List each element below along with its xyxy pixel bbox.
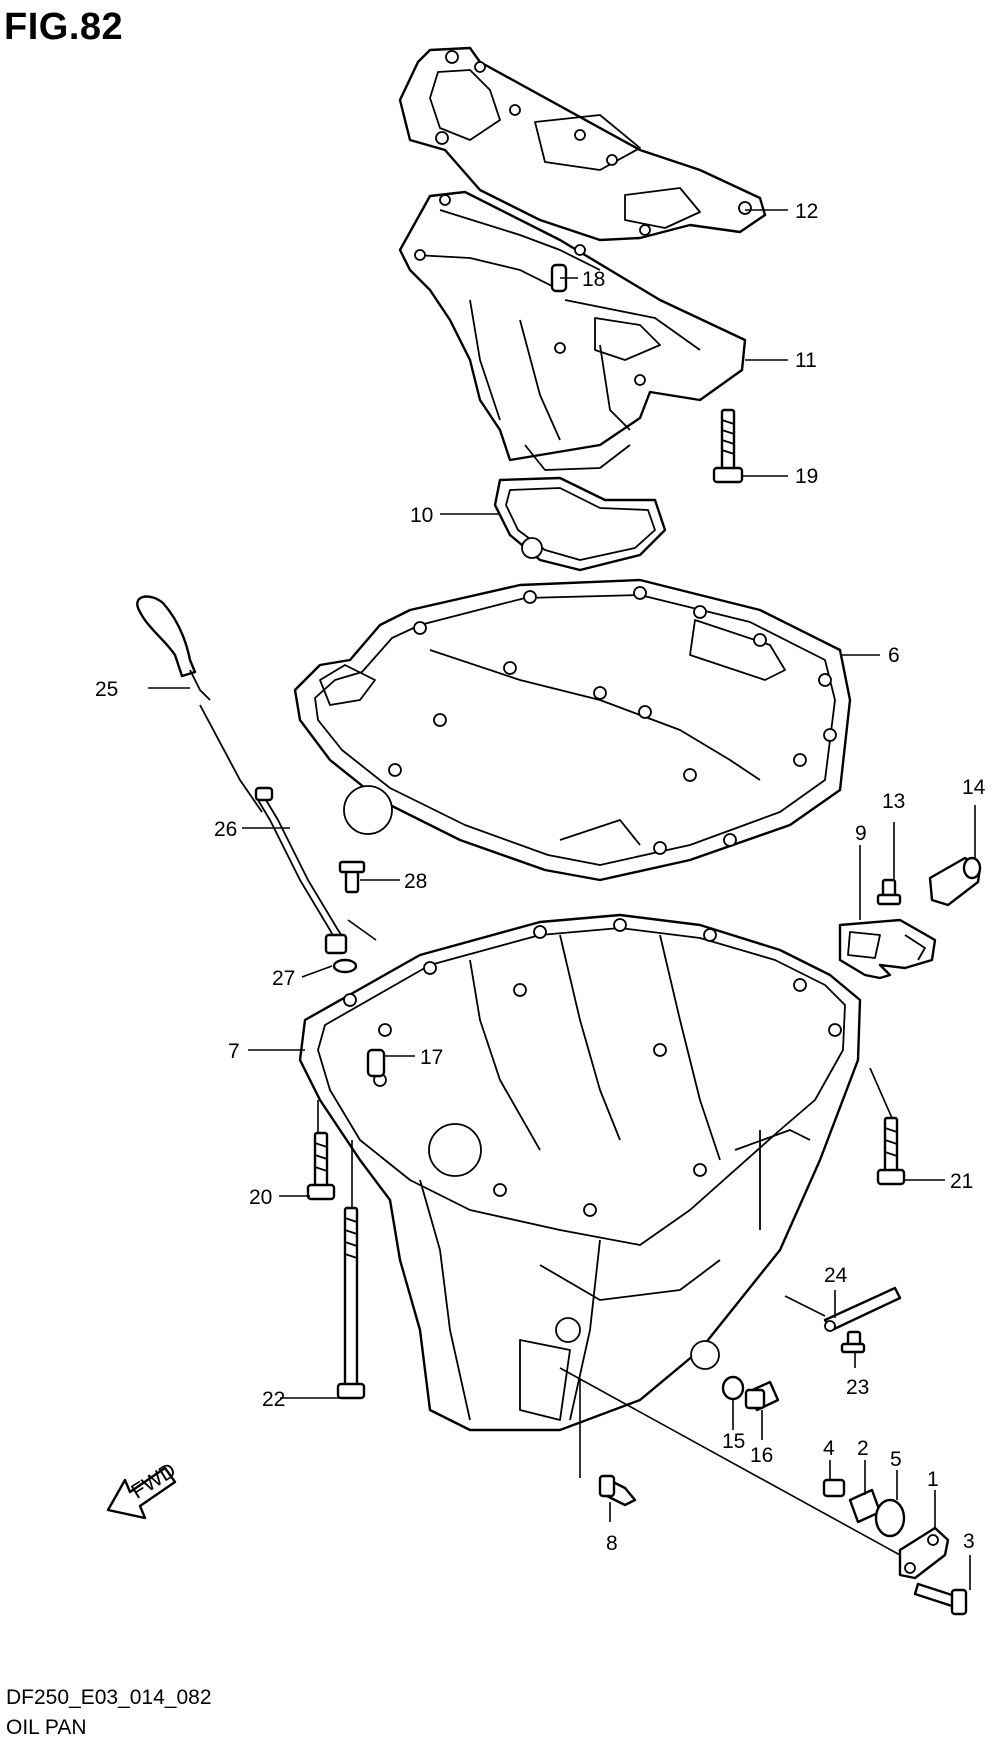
drawing-name: OIL PAN [6, 1716, 87, 1739]
part-8-fitting[interactable] [598, 1474, 637, 1507]
part-4-bolt[interactable] [822, 1478, 846, 1498]
part-14-fitting[interactable] [928, 856, 982, 907]
callout-4: 4 [823, 1437, 835, 1460]
callout-10: 10 [410, 504, 433, 527]
callout-1: 1 [927, 1468, 939, 1491]
part-28-bolt[interactable] [338, 860, 366, 894]
callout-27: 27 [272, 967, 295, 990]
part-23-bolt[interactable] [840, 1330, 866, 1354]
part-6-oil-pan-gasket[interactable] [293, 578, 852, 882]
part-20-bolt[interactable] [306, 1131, 336, 1201]
part-5-o-ring[interactable] [874, 1498, 906, 1538]
callout-19: 19 [795, 465, 818, 488]
figure-title: FIG.82 [4, 6, 124, 48]
callout-23: 23 [846, 1376, 869, 1399]
fwd-arrow-icon [106, 1466, 177, 1520]
callout-17: 17 [420, 1046, 443, 1069]
part-10-gasket[interactable] [493, 476, 667, 572]
part-15-washer[interactable] [721, 1375, 745, 1401]
callout-15: 15 [722, 1430, 745, 1453]
part-27-o-ring[interactable] [332, 958, 358, 974]
callout-5: 5 [890, 1448, 902, 1471]
callout-6: 6 [888, 644, 900, 667]
part-11-housing[interactable] [398, 190, 747, 471]
callout-25: 25 [95, 678, 118, 701]
part-24-clamp[interactable] [823, 1286, 902, 1332]
part-26-guide-tube[interactable] [254, 786, 348, 955]
callout-21: 21 [950, 1170, 973, 1193]
part-25-dipstick[interactable] [136, 595, 263, 813]
part-7-oil-pan[interactable] [298, 913, 862, 1432]
part-9-elbow[interactable] [838, 918, 937, 980]
part-17-pin[interactable] [366, 1048, 386, 1078]
callout-28: 28 [404, 870, 427, 893]
callout-12: 12 [795, 200, 818, 223]
part-22-long-bolt[interactable] [336, 1206, 366, 1400]
callout-26: 26 [214, 818, 237, 841]
callout-2: 2 [857, 1437, 869, 1460]
callout-18: 18 [582, 268, 605, 291]
part-21-bolt[interactable] [876, 1116, 906, 1186]
callout-20: 20 [249, 1186, 272, 1209]
part-13-bolt[interactable] [876, 878, 902, 906]
callout-8: 8 [606, 1532, 618, 1555]
part-19-bolt[interactable] [712, 408, 744, 484]
leader-lines [148, 209, 976, 1590]
callout-13: 13 [882, 790, 905, 813]
callout-9: 9 [855, 822, 867, 845]
callout-16: 16 [750, 1444, 773, 1467]
callout-3: 3 [963, 1530, 975, 1553]
callout-22: 22 [262, 1388, 285, 1411]
part-12-gasket[interactable] [398, 46, 767, 242]
callout-24: 24 [824, 1264, 848, 1287]
part-16-drain-plug[interactable] [744, 1380, 780, 1412]
part-3-bolt[interactable] [913, 1582, 968, 1616]
callout-7: 7 [228, 1040, 240, 1063]
callout-14: 14 [962, 776, 986, 799]
callout-11: 11 [795, 349, 817, 372]
part-1-bracket[interactable] [898, 1526, 950, 1580]
drawing-code: DF250_E03_014_082 [6, 1686, 212, 1709]
